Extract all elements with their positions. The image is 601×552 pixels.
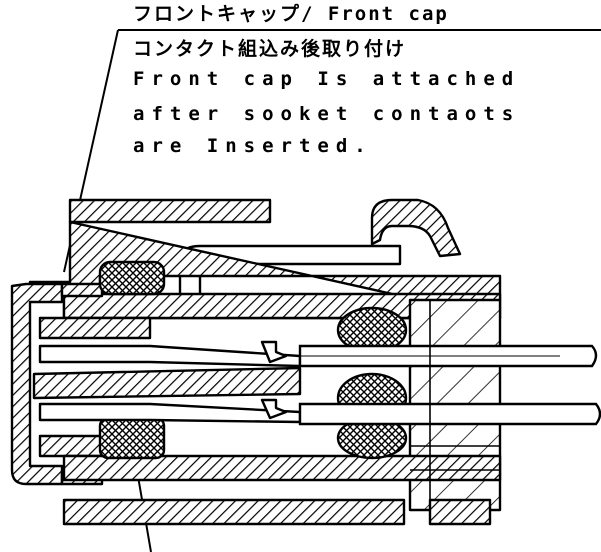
- housing-bottom-plate: [62, 498, 406, 526]
- callout-heading: フロントキャップ/ Front cap: [133, 3, 449, 25]
- front-seal-top: [98, 260, 166, 296]
- latch-knob: [370, 198, 462, 258]
- contact-partition: [32, 366, 302, 400]
- wires: [298, 344, 601, 426]
- top-cover-plate: [68, 198, 272, 224]
- socket-contact-lower: [38, 402, 302, 424]
- socket-contact-upper: [38, 344, 302, 368]
- callout-note-english-line-1: Front cap Is attached: [133, 68, 521, 90]
- bottom-rear-tab: [428, 498, 492, 526]
- partition-upper: [38, 316, 152, 340]
- callout-note-english-line-3: are Inserted.: [133, 135, 373, 157]
- front-cap: [10, 282, 64, 486]
- wire-2: [298, 402, 601, 426]
- callout-note-english-line-2: after sooket contaots: [133, 103, 521, 125]
- front-cap-lip-top: [60, 282, 104, 298]
- rear-housing-details: [410, 300, 500, 500]
- callout-note-japanese: コンタクト組込み後取り付け: [133, 38, 407, 60]
- front-seal-bottom: [98, 416, 166, 460]
- contact-barb-upper: [260, 340, 288, 364]
- housing-lower-wall: [62, 454, 502, 482]
- contact-barb-lower: [260, 398, 288, 420]
